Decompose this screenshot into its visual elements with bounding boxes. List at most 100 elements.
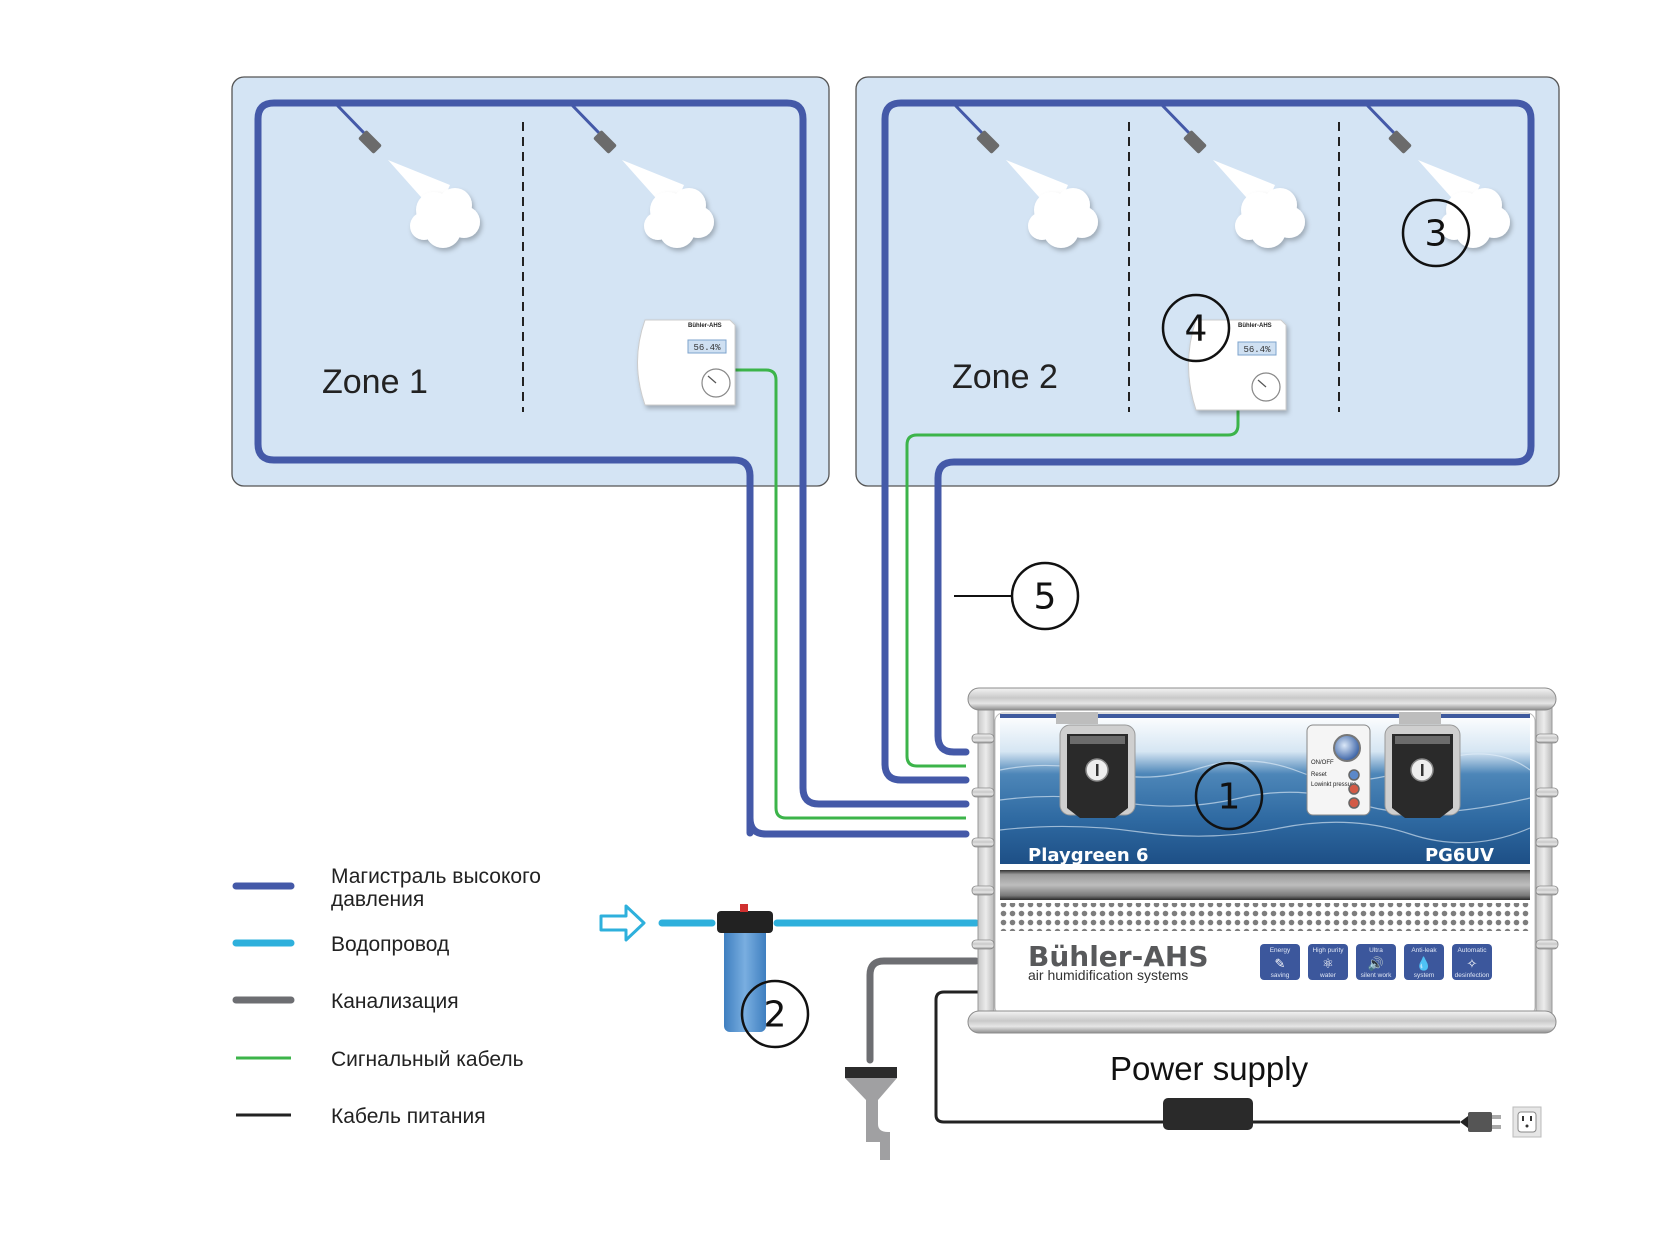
- reset-button[interactable]: [1348, 769, 1360, 781]
- nozzle-zone2-b: [1158, 101, 1305, 248]
- feature-badge-saving: Energy✎saving: [1260, 944, 1300, 980]
- mist-cloud-icon: [644, 188, 714, 248]
- nozzle-icon: [976, 130, 1000, 154]
- zone-2-signal-cable: [905, 400, 1240, 768]
- legend-item-signal-cable: Сигнальный кабель: [236, 1048, 524, 1071]
- zone-1-label: Zone 1: [322, 363, 428, 401]
- steel-strip: [1000, 870, 1530, 900]
- mist-cloud-icon: [1440, 188, 1510, 248]
- molecule-icon: ⚛: [1322, 957, 1334, 972]
- feature-badge-top-label: Energy: [1270, 947, 1291, 954]
- leak-indicator-light: [1348, 783, 1360, 795]
- humidifier-unit: ON/OFF Reset Lowinkt pressure Playgreen …: [967, 687, 1559, 1034]
- controller-display: [687, 339, 727, 354]
- unit-brand: Bühler-AHS: [1028, 940, 1209, 973]
- legend-label: Водопровод: [331, 933, 449, 956]
- feature-badge-top-label: High purity: [1312, 947, 1344, 954]
- drain-trap-icon: [845, 1078, 897, 1160]
- legend-label: Кабель питания: [331, 1105, 486, 1128]
- top-rail: [967, 687, 1557, 711]
- legend-label: Канализация: [331, 990, 459, 1013]
- power-cable: Power supply: [934, 990, 1542, 1138]
- zone-1-area: [231, 76, 830, 487]
- feature-badge-water: High purity ⚛water: [1308, 944, 1348, 980]
- ventilation-grille: [1000, 903, 1530, 931]
- feature-badge-top-label: Automatic: [1458, 947, 1488, 954]
- signal-cables: [735, 368, 1240, 820]
- zone-1-signal-cable: [735, 368, 966, 820]
- feature-badge-desinfection: Automatic ✧desinfection: [1452, 944, 1492, 980]
- drain-funnel-top: [845, 1067, 897, 1078]
- feature-badge-silent-work: Ultra🔊silent work: [1356, 944, 1396, 980]
- zone-2: Zone 2: [855, 76, 1560, 487]
- bottom-rail: [967, 1010, 1557, 1034]
- nozzle-zone1-a: [333, 101, 480, 248]
- zone-1-high-pressure-loop: [254, 99, 970, 837]
- svg-text:2: 2: [764, 995, 787, 1036]
- zone-2-area: [855, 76, 1560, 487]
- unit-tagline: air humidification systems: [1028, 967, 1188, 983]
- high-pressure-lines: [254, 99, 1535, 838]
- drop-icon: 💧: [1416, 956, 1432, 972]
- power-plug-icon: [1460, 1112, 1501, 1132]
- model-name-left: Playgreen 6: [1028, 845, 1148, 866]
- speaker-icon: 🔊: [1368, 955, 1384, 972]
- controller-brand: Bühler-AHS: [688, 323, 722, 329]
- callout-2: 2: [740, 979, 810, 1049]
- feature-badge-top-label: Ultra: [1369, 947, 1383, 954]
- svg-text:1: 1: [1218, 777, 1241, 818]
- callout-1: 1: [1194, 761, 1264, 831]
- mist-cloud-icon: [1235, 188, 1305, 248]
- controller-display: [1237, 341, 1277, 356]
- water-inlet-arrow-icon: [599, 904, 646, 942]
- legend-label-line2: давления: [331, 888, 424, 911]
- feature-badges: Energy✎saving High purity ⚛water Ultra🔊sile…: [1260, 944, 1492, 980]
- nozzle-icon: [1388, 130, 1412, 154]
- feature-badge-top-label: Anti-leak: [1411, 947, 1437, 954]
- pressure-indicator-light: [1348, 797, 1360, 809]
- power-supply-label: Power supply: [1110, 1050, 1309, 1087]
- mist-cloud-icon: [1028, 188, 1098, 248]
- humidistat-zone-1[interactable]: Bühler-AHS 56.4%: [637, 319, 736, 406]
- legend-item-drain: Канализация: [232, 990, 459, 1013]
- nozzles: [333, 101, 1510, 248]
- uv-lamp-icon: ✧: [1467, 957, 1478, 972]
- latch-left[interactable]: [1056, 712, 1136, 818]
- legend-item-water-supply: Водопровод: [232, 933, 449, 956]
- mist-cloud-icon: [410, 188, 480, 248]
- feature-badge-bottom-label: silent work: [1361, 972, 1392, 979]
- zone-2-label: Zone 2: [952, 358, 1058, 396]
- svg-text:3: 3: [1425, 214, 1448, 255]
- feature-badge-bottom-label: water: [1319, 972, 1337, 979]
- on-off-button[interactable]: [1333, 734, 1361, 762]
- drain-pipe: [866, 957, 980, 1064]
- feature-badge-bottom-label: saving: [1271, 972, 1290, 979]
- controller-brand: Bühler-AHS: [1238, 323, 1272, 329]
- nozzle-icon: [1183, 130, 1207, 154]
- side-brackets: [971, 733, 1559, 950]
- nozzle-icon: [593, 130, 617, 154]
- zone-2-high-pressure-feed: [881, 760, 970, 784]
- callout-4: 4: [1161, 293, 1231, 363]
- water-filter: [717, 904, 773, 1032]
- nozzle-zone2-c: [1363, 101, 1510, 248]
- feature-badge-bottom-label: system: [1414, 972, 1435, 979]
- drain: [845, 957, 980, 1160]
- water-supply: [599, 904, 980, 1032]
- callouts: 1 2 3 4 5: [740, 198, 1471, 1049]
- callout-3: 3: [1401, 198, 1471, 268]
- humidistat-zone-2[interactable]: Bühler-AHS 56.4%: [1188, 319, 1287, 411]
- callout-5: 5: [954, 561, 1080, 631]
- latch-right[interactable]: [1384, 712, 1461, 818]
- leak-label: Lowinkt pressure: [1311, 782, 1357, 788]
- feature-badge-bottom-label: desinfection: [1455, 972, 1490, 979]
- wall-socket-icon[interactable]: [1512, 1106, 1542, 1138]
- nozzle-zone1-b: [568, 101, 714, 248]
- legend-label: Сигнальный кабель: [331, 1048, 524, 1071]
- zone-2-high-pressure-loop: [881, 99, 1535, 768]
- controller-display-value: 56.4%: [693, 343, 721, 353]
- controller-display-value: 56.4%: [1243, 345, 1271, 355]
- nozzle-icon: [358, 130, 382, 154]
- on-off-label: ON/OFF: [1311, 760, 1334, 766]
- nozzle-zone2-a: [951, 101, 1098, 248]
